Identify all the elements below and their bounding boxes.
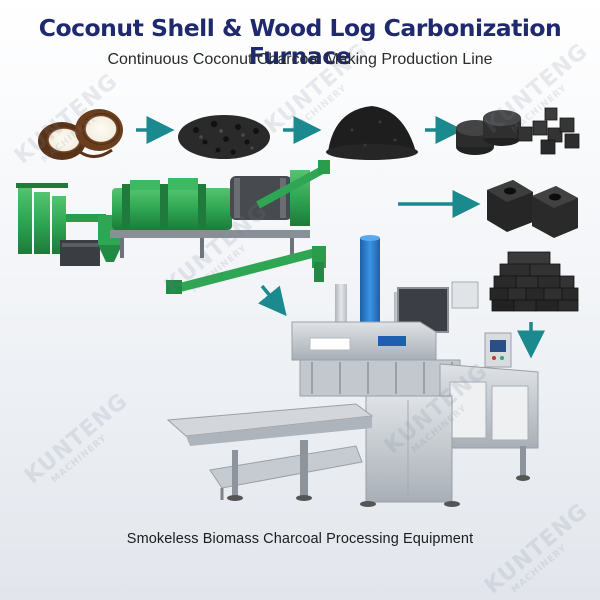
crushed-charcoal-granules-image bbox=[178, 115, 270, 159]
hookah-round-tablets-image bbox=[456, 107, 580, 155]
page-subtitle: Continuous Coconut Charcoal Making Produ… bbox=[107, 51, 493, 68]
briquette-press-machine-image bbox=[166, 235, 539, 507]
bottom-caption: Smokeless Biomass Charcoal Processing Eq… bbox=[126, 531, 474, 547]
coconut-shells-image bbox=[38, 109, 123, 160]
bbq-cube-briquettes-image bbox=[489, 251, 579, 312]
charcoal-powder-image bbox=[326, 106, 418, 160]
hollow-square-briquettes-image bbox=[487, 180, 578, 238]
page-title: Coconut Shell & Wood Log Carbonization F… bbox=[38, 14, 562, 70]
carbonization-furnace-image bbox=[16, 160, 330, 294]
flow-arrow bbox=[258, 284, 287, 317]
